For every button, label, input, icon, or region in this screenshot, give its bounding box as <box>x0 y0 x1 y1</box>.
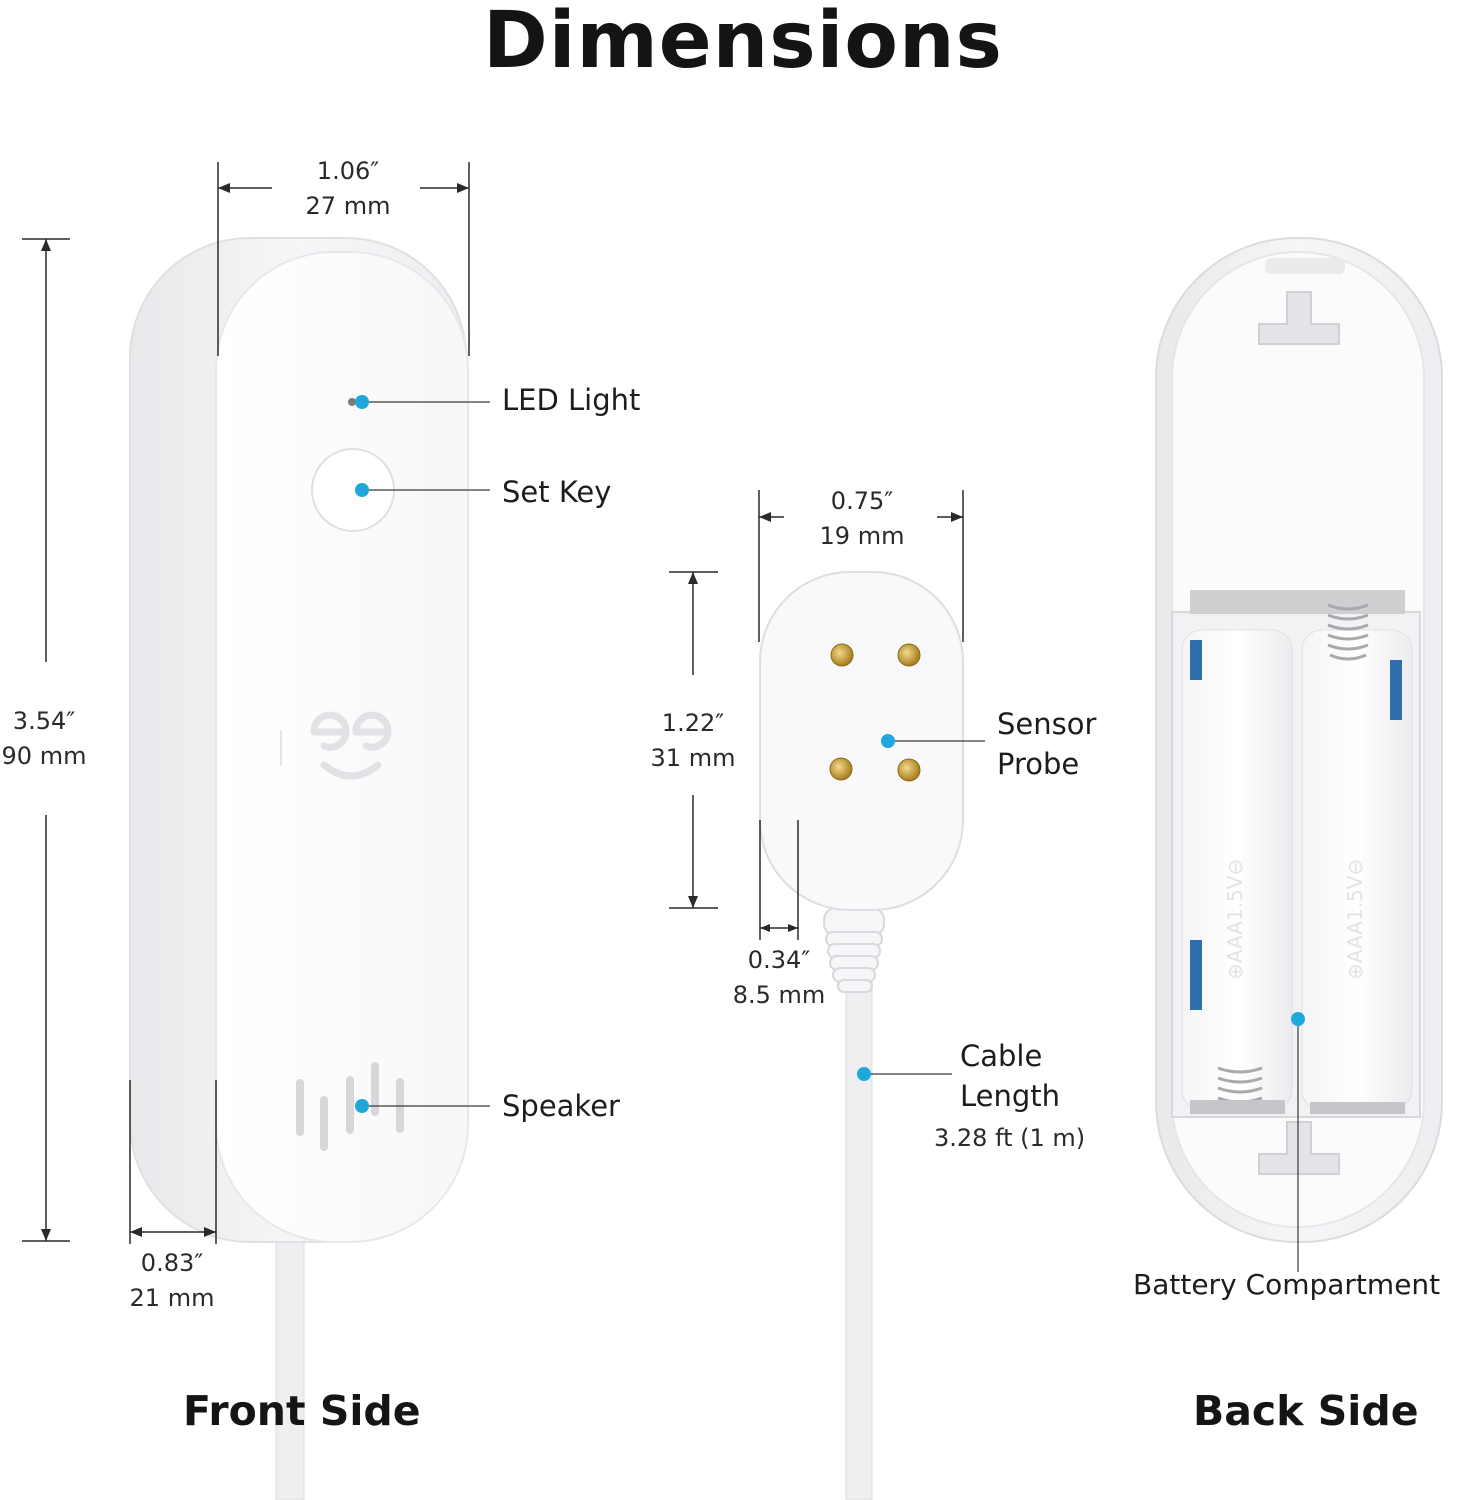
front-depth-in: 0.83″ <box>140 1249 204 1277</box>
led-callout-dot <box>355 395 369 409</box>
sensor-probe-label-line1: Sensor <box>997 707 1097 741</box>
front-depth-mm: 21 mm <box>129 1284 215 1312</box>
probe-depth-dimension: 0.34″ 8.5 mm <box>718 943 840 1013</box>
front-height-dimension: 3.54″ 90 mm <box>0 704 104 774</box>
set-key-callout-dot <box>355 483 369 497</box>
front-height-in: 3.54″ <box>12 707 76 735</box>
front-width-dimension: 1.06″ 27 mm <box>288 154 408 224</box>
probe-width-mm: 19 mm <box>819 522 905 550</box>
probe-depth-mm: 8.5 mm <box>732 981 826 1009</box>
back-side-caption: Back Side <box>1193 1387 1419 1435</box>
sensor-probe-label-line2: Probe <box>997 747 1080 781</box>
led-dot <box>348 398 356 406</box>
cable-length-label-line1: Cable <box>960 1039 1043 1073</box>
front-width-in: 1.06″ <box>316 157 380 185</box>
sensor-probe-callout-dot <box>881 734 895 748</box>
spring-icon <box>1217 603 1369 1104</box>
probe-depth-in: 0.34″ <box>747 946 811 974</box>
callout-dots <box>355 395 1305 1113</box>
probe-width-in: 0.75″ <box>830 487 894 515</box>
probe-width-dimension: 0.75″ 19 mm <box>800 484 924 554</box>
battery-mark-right: ⊕AAA1.5V⊖ <box>1343 859 1367 980</box>
battery-mark-left: ⊕AAA1.5V⊖ <box>1223 859 1247 980</box>
cable-callout-dot <box>857 1067 871 1081</box>
front-side-caption: Front Side <box>183 1387 421 1435</box>
front-width-mm: 27 mm <box>305 192 391 220</box>
probe-pins-icon <box>829 643 921 782</box>
probe-device <box>759 571 964 1500</box>
mount-slot-bottom-icon <box>1258 1121 1340 1175</box>
front-cable <box>275 1229 305 1500</box>
probe-height-mm: 31 mm <box>650 744 736 772</box>
dimension-arrowheads <box>41 183 963 1241</box>
brand-logo-icon <box>310 711 392 780</box>
mount-slot-top-icon <box>1258 291 1340 345</box>
front-height-mm: 90 mm <box>1 742 87 770</box>
cable-length-label: Cable Length <box>960 1036 1060 1116</box>
callout-lines <box>362 401 1299 1272</box>
led-light-label: LED Light <box>502 383 641 417</box>
battery-compartment-label: Battery Compartment <box>1133 1268 1441 1301</box>
page-title: Dimensions <box>483 0 1003 86</box>
back-device <box>1155 237 1443 1243</box>
cable-length-value: 3.28 ft (1 m) <box>934 1124 1086 1152</box>
front-depth-dimension: 0.83″ 21 mm <box>112 1246 232 1316</box>
speaker-label: Speaker <box>502 1089 620 1123</box>
set-key-label: Set Key <box>502 475 612 509</box>
probe-cable <box>845 959 873 1500</box>
speaker-callout-dot <box>355 1099 369 1113</box>
cable-length-label-line2: Length <box>960 1079 1061 1113</box>
probe-height-in: 1.22″ <box>661 709 725 737</box>
sensor-probe-label: Sensor Probe <box>997 704 1096 784</box>
battery-callout-dot <box>1291 1012 1305 1026</box>
front-device-face <box>215 251 469 1243</box>
front-device <box>129 237 469 1500</box>
probe-height-dimension: 1.22″ 31 mm <box>632 706 754 776</box>
probe-strain-relief <box>823 907 885 993</box>
